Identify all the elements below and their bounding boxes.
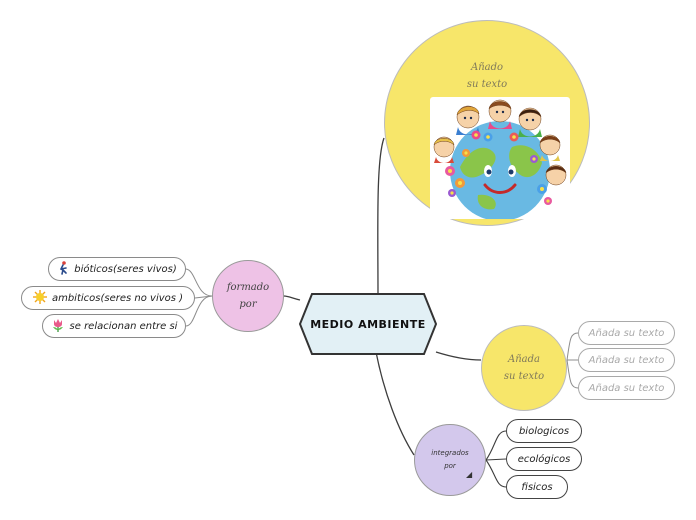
subtopic-bioticos-label: bióticos(seres vivos) bbox=[74, 263, 177, 275]
subtopic-right-1[interactable]: Añada su texto bbox=[578, 321, 675, 345]
subtopic-right-1-label: Añada su texto bbox=[588, 327, 665, 339]
collapse-triangle-icon[interactable]: ◢ bbox=[466, 470, 473, 479]
link-central-bottom bbox=[375, 351, 415, 456]
topic-formado-label-line2: por bbox=[239, 299, 257, 310]
tulip-icon bbox=[51, 318, 65, 335]
subtopic-bioticos[interactable]: bióticos(seres vivos) bbox=[48, 257, 186, 281]
topic-integrados-label-line2: por bbox=[444, 462, 456, 470]
topic-formado-por[interactable]: formado por bbox=[212, 260, 284, 332]
children-around-globe-image bbox=[430, 97, 570, 219]
link-central-formado bbox=[283, 295, 301, 301]
subtopic-ambiticos[interactable]: ambiticos(seres no vivos ) bbox=[21, 286, 195, 310]
topic-right-label-line1: Añada bbox=[508, 354, 540, 365]
subtopic-ambiticos-label: ambiticos(seres no vivos ) bbox=[51, 292, 184, 304]
subtopic-right-2-label: Añada su texto bbox=[588, 354, 665, 366]
topic-integrados-por[interactable]: integrados por ◢ bbox=[414, 424, 486, 496]
sun-icon bbox=[32, 289, 47, 307]
subtopic-fisicos-label: fisicos bbox=[521, 481, 553, 493]
subtopic-right-3-label: Añada su texto bbox=[588, 382, 665, 394]
central-topic[interactable]: MEDIO AMBIENTE bbox=[300, 294, 436, 354]
subtopic-ecologicos-label: ecológicos bbox=[517, 453, 571, 465]
subtopic-ecologicos[interactable]: ecológicos bbox=[506, 447, 582, 471]
link-central-top bbox=[377, 137, 385, 297]
topic-top-label-line1: Añado bbox=[470, 62, 504, 73]
subtopic-biologicos-label: biologicos bbox=[518, 425, 570, 437]
topic-top-label-line2: su texto bbox=[466, 79, 508, 90]
subtopic-right-3[interactable]: Añada su texto bbox=[578, 376, 675, 400]
central-topic-label: MEDIO AMBIENTE bbox=[310, 317, 426, 331]
central-node-shape bbox=[298, 293, 438, 355]
subtopic-se-relacionan[interactable]: se relacionan entre si bbox=[42, 314, 186, 338]
link-central-right bbox=[435, 351, 482, 361]
subtopic-right-2[interactable]: Añada su texto bbox=[578, 348, 675, 372]
topic-formado-label-line1: formado bbox=[226, 282, 270, 293]
topic-right-label-line2: su texto bbox=[503, 371, 545, 382]
topic-integrados-label-line1: integrados bbox=[431, 449, 469, 457]
subtopic-fisicos[interactable]: fisicos bbox=[506, 475, 568, 499]
topic-right-circle[interactable]: Añada su texto bbox=[481, 325, 567, 411]
runner-icon bbox=[57, 260, 69, 278]
subtopic-se-relacionan-label: se relacionan entre si bbox=[69, 320, 178, 332]
subtopic-biologicos[interactable]: biologicos bbox=[506, 419, 582, 443]
